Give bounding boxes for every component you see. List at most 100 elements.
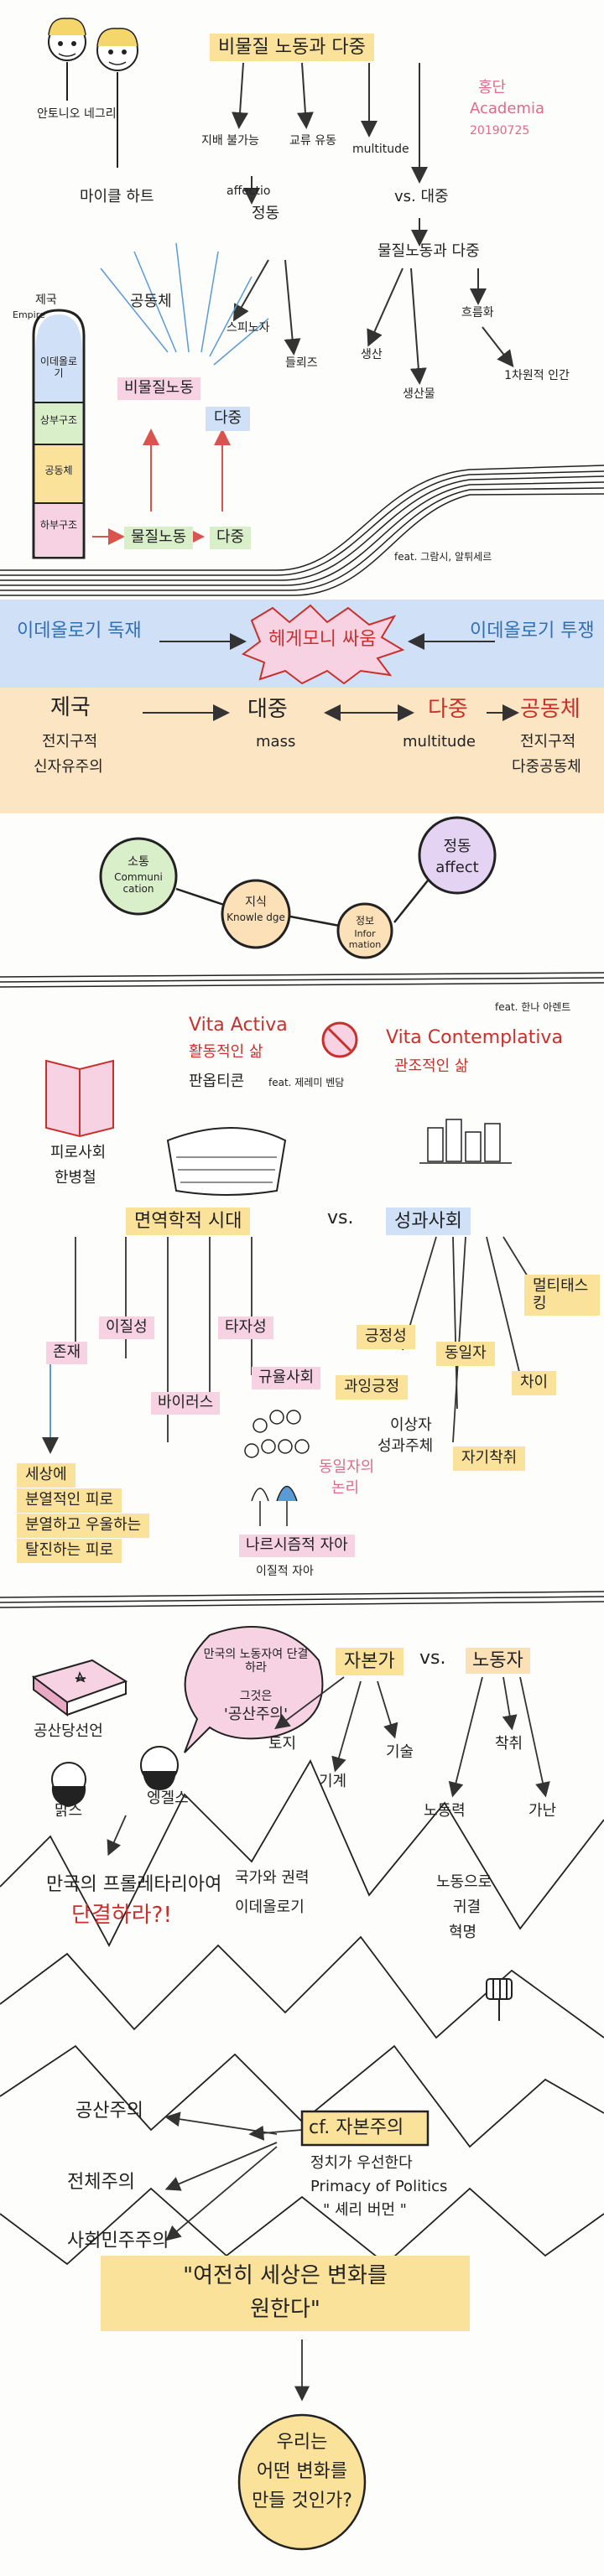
branch-uncontrollable: 지배 불가능 (201, 134, 259, 148)
hardt-portrait (96, 28, 138, 168)
laborer-label: 노동자 (466, 1648, 530, 1675)
question-bubble (237, 2413, 367, 2551)
band-empire-sub1: 전지구적 (42, 733, 98, 750)
a-difference: 차이 (512, 1371, 557, 1395)
no-entry-icon (321, 1021, 358, 1058)
band-common-sub1: 전지구적 (520, 733, 576, 750)
vs-label-1: vs. (327, 1208, 354, 1228)
node-affect (418, 816, 497, 895)
call-1: 만국의 프롤레타리아여 (46, 1874, 222, 1895)
node-knowledge-ko: 지식 (245, 896, 267, 909)
flow-label: 흐름화 (461, 306, 494, 319)
band-common-sub2: 다중공동체 (512, 758, 581, 776)
hardt-label: 마이클 하트 (80, 188, 154, 205)
immaterial-labor-node: 비물질노동 (117, 377, 200, 400)
a-sameness: 동일자 (436, 1342, 495, 1366)
relation-arrows (92, 428, 231, 545)
tired-1: 세상에 (17, 1463, 76, 1488)
quote-line-1: "여전히 세상은 변화를 (183, 2263, 388, 2288)
cf-box (300, 2110, 430, 2147)
spinoza-label: 스피노자 (226, 321, 270, 335)
a-self-exploitation: 자기착취 (453, 1446, 526, 1471)
author-name: 홍단 (478, 79, 507, 96)
book-icon (45, 1059, 114, 1138)
author-date: 20190725 (470, 124, 530, 138)
marx-label: 맑스 (55, 1802, 83, 1820)
question-line-1: 우리는 (276, 2432, 328, 2453)
primacy-en: Primacy of Politics (310, 2178, 448, 2195)
book-title: 피로사회 (50, 1144, 107, 1161)
band-common: 공동체 (520, 697, 581, 722)
vs-mass-label: vs. 대중 (394, 188, 449, 205)
community-node: 공동체 (130, 293, 172, 310)
quote-line-2: 원한다" (250, 2297, 320, 2322)
production-label: 생산 (361, 348, 383, 361)
node-communication-ko: 소통 (128, 855, 149, 869)
tree-branches (75, 1236, 538, 1443)
vita-activa: Vita Activa (189, 1015, 288, 1036)
feat-arendt: feat. 한나 아렌트 (495, 1001, 571, 1013)
network-lines (0, 972, 604, 988)
book-author: 한병철 (55, 1169, 96, 1187)
node-information (336, 902, 393, 959)
panopticon-icon (166, 1127, 287, 1196)
d-heterogeneity: 이질성 (99, 1317, 154, 1339)
labor-power: 노동력 (424, 1802, 466, 1820)
manifesto-box (31, 1659, 128, 1716)
hegemony-burst (241, 604, 405, 685)
vita-contemplativa-ko: 관조적인 삶 (394, 1057, 469, 1075)
vita-activa-ko: 활동적인 삶 (189, 1043, 263, 1061)
capital-branches (107, 1676, 550, 2402)
capital-tech: 기술 (386, 1743, 414, 1761)
d-otherness: 타자성 (218, 1317, 273, 1339)
product-label: 생산물 (403, 387, 435, 401)
city-icon (419, 1119, 512, 1164)
heterogeneous-self: 이질적 자아 (256, 1565, 314, 1578)
capital-machine: 기계 (319, 1773, 347, 1790)
jeongdong-label: 정동 (252, 205, 280, 222)
question-line-3: 만들 것인가? (252, 2490, 352, 2511)
node-information-en: Infor mation (348, 928, 382, 950)
negri-portrait (48, 18, 86, 101)
tired-2: 분열적인 피로 (17, 1488, 122, 1513)
pillar-base: 하부구조 (39, 519, 78, 531)
labor-exploitation: 착취 (495, 1735, 523, 1753)
cf-capitalism: cf. 자본주의 (309, 2117, 404, 2138)
node-communication (99, 837, 178, 916)
tired-3: 분열하고 우울하는 (17, 1514, 150, 1538)
tired-4: 탈진하는 피로 (17, 1539, 122, 1563)
one-dimensional-label: 1차원적 인간 (504, 369, 570, 382)
balloons-icon (244, 1410, 310, 1526)
narcissist-self: 나르시즘적 자아 (239, 1535, 355, 1557)
node-affect-en: affect (435, 859, 479, 876)
node-affect-ko: 정동 (443, 838, 471, 855)
pillar-community: 공동체 (44, 465, 73, 476)
bubble-text-2: 그것은 (239, 1690, 273, 1703)
affectio-label: affectio (226, 184, 271, 198)
totalitarianism-label: 전체주의 (67, 2172, 135, 2193)
title-branches (232, 62, 514, 385)
multitude-node: 다중 (206, 407, 251, 431)
pillar-ideology: 이데올로기 (39, 356, 78, 379)
a-positivity: 긍정성 (357, 1325, 415, 1349)
band-mass: 대중 (247, 697, 288, 722)
d-virus: 바이러스 (151, 1392, 221, 1415)
question-line-2: 어떤 변화를 (256, 2461, 348, 2482)
quote-band (101, 2256, 470, 2331)
same-logic-1: 동일자의 (319, 1458, 375, 1476)
a-achievement-subject: 성과주체 (378, 1437, 434, 1455)
pillar-superstructure: 상부구조 (39, 414, 78, 426)
capitalist-label: 자본가 (336, 1648, 404, 1676)
manifesto-label: 공산당선언 (34, 1722, 103, 1740)
a-deviant: 이상자 (390, 1416, 432, 1434)
band-empire: 제국 (50, 695, 91, 720)
multitude-label: multitude (352, 143, 409, 156)
d-discipline: 규율사회 (252, 1367, 321, 1389)
feat-gramsci: feat. 그람시, 알튀세르 (394, 551, 492, 563)
multitude-node-2: 다중 (210, 527, 252, 549)
ideology-struggle: 이데올로기 투쟁 (470, 621, 595, 641)
bubble-text-3: '공산주의' (223, 1706, 289, 1723)
same-logic-2: 논리 (331, 1479, 360, 1497)
social-democracy-label: 사회민주주의 (67, 2231, 169, 2251)
